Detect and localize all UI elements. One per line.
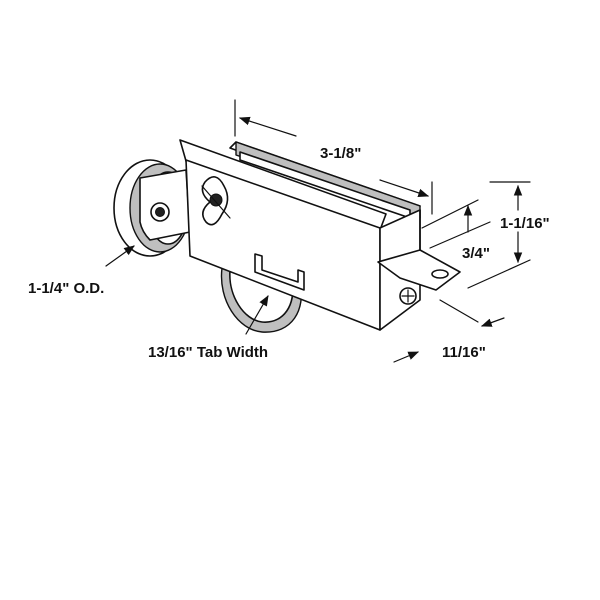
length-label: 3-1/8" (320, 145, 361, 162)
tab-width-leader (245, 295, 269, 335)
length-arrow-right (379, 179, 430, 198)
dimension-labels: 3-1/8" 1-1/16" 3/4" 1-1/4" O.D. 13/16" T… (28, 145, 550, 361)
tab-slot (254, 253, 305, 291)
main-side-plate (185, 159, 421, 331)
body-height-label: 3/4" (462, 245, 490, 262)
width-extension (439, 299, 479, 323)
housing-back (179, 139, 421, 231)
length-arrow-left (238, 116, 297, 137)
wing-nut-adjuster (201, 176, 231, 226)
wheel-od-label: 1-1/4" O.D. (28, 280, 104, 297)
left-bracket (139, 169, 191, 241)
body-height-ext-top (421, 199, 479, 229)
body-width-label: 11/16" (442, 344, 486, 361)
body-height-ext-bottom (429, 221, 491, 249)
roller-assembly-drawing (113, 139, 461, 333)
width-arrow-right (480, 317, 505, 327)
wheel-od-leader (105, 245, 135, 267)
width-arrow-left (393, 351, 419, 363)
overall-height-ext-bottom (467, 259, 531, 289)
tab-width-label: 13/16" Tab Width (148, 344, 268, 361)
overall-height-label: 1-1/16" (500, 215, 550, 232)
right-tab (377, 209, 461, 291)
dimension-lines (105, 99, 531, 363)
